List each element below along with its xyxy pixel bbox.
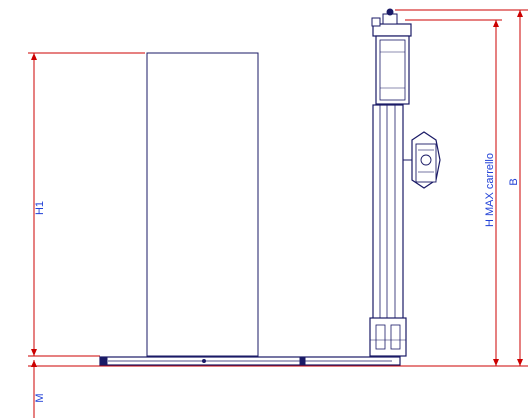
film-roll-unit [403, 131, 441, 189]
load-box [146, 52, 259, 357]
b-label: B [508, 178, 520, 185]
m-label: M [34, 393, 46, 402]
mast-column [369, 104, 407, 357]
dimension-lines [28, 9, 528, 418]
dimension-arrows [31, 10, 523, 367]
turntable-base [99, 356, 401, 366]
top-carriage [371, 8, 412, 105]
h-max-carrello-label: H MAX carrello [484, 153, 496, 227]
h1-label: H1 [34, 201, 46, 215]
